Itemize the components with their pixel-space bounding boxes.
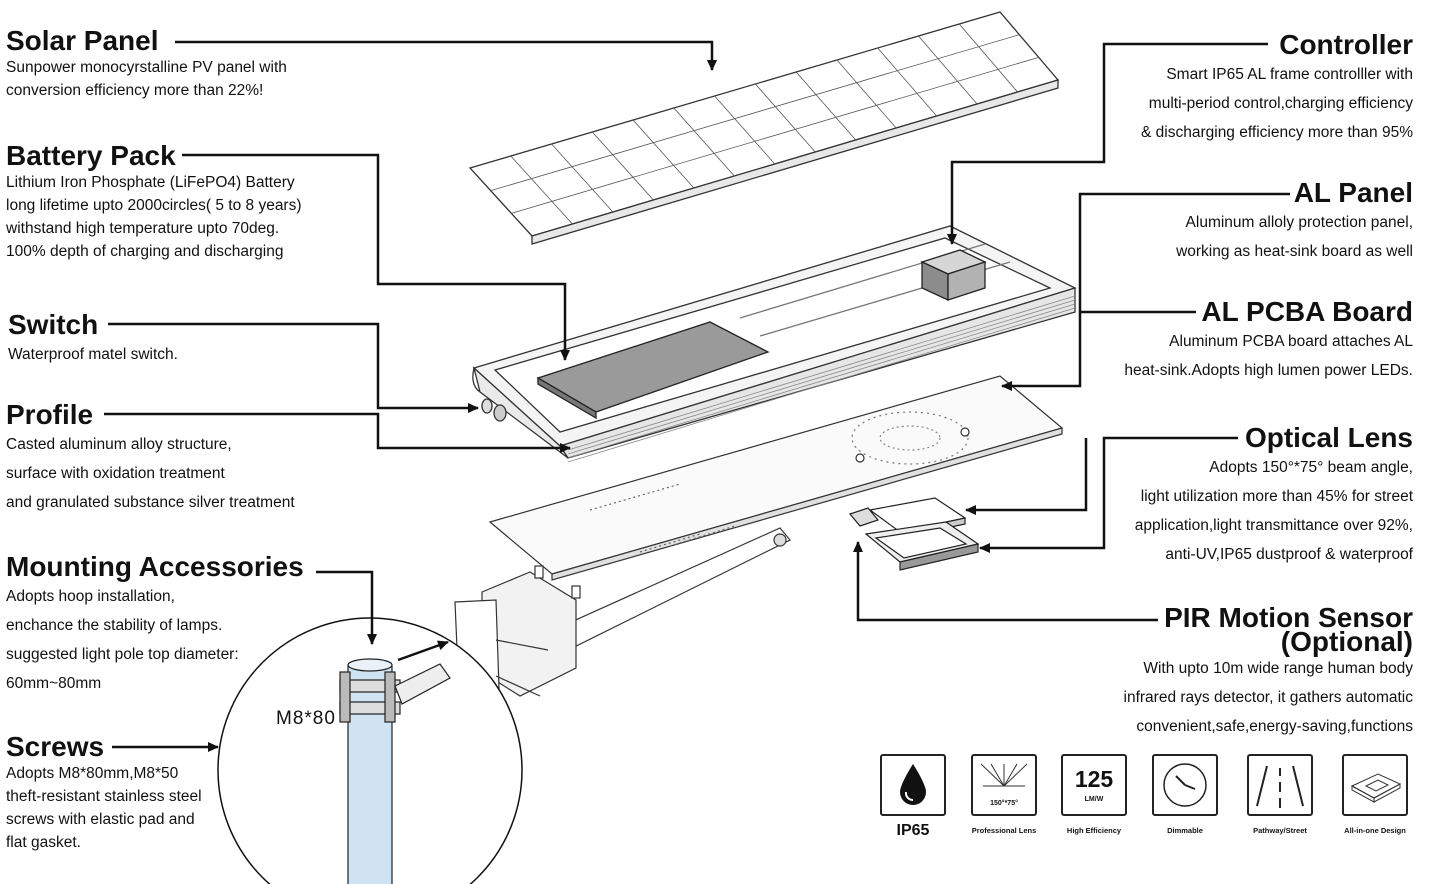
optical-lens-drawing — [848, 497, 980, 571]
screws-desc: Adopts M8*80mm,M8*50 theft-resistant sta… — [6, 765, 202, 851]
efficiency-unit: LM/W — [1084, 796, 1104, 803]
battery-pack-title: Battery Pack — [6, 140, 176, 171]
label-pir-motion-sensor: PIR Motion Sensor (Optional) With upto 1… — [1123, 602, 1413, 741]
label-battery-pack: Battery Pack Lithium Iron Phosphate (LiF… — [6, 141, 302, 263]
road-icon — [1247, 754, 1313, 816]
switch-desc: Waterproof matel switch. — [8, 346, 178, 363]
mounting-desc: Adopts hoop installation, enchance the s… — [6, 588, 239, 692]
efficiency-value: 125 — [1074, 766, 1114, 792]
label-profile: Profile Casted aluminum alloy structure,… — [6, 400, 295, 517]
solar-panel-title: Solar Panel — [6, 25, 159, 56]
efficiency-caption: High Efficiency — [1066, 826, 1122, 835]
pir-title: PIR Motion Sensor (Optional) — [1164, 602, 1413, 657]
label-solar-panel: Solar Panel Sunpower monocyrstalline PV … — [6, 26, 287, 102]
dimmable-caption: Dimmable — [1167, 826, 1203, 835]
al-panel-title: AL Panel — [1293, 177, 1413, 208]
battery-pack-desc: Lithium Iron Phosphate (LiFePO4) Battery… — [6, 174, 302, 260]
pathway-caption: Pathway/Street — [1253, 826, 1307, 835]
label-screws: Screws Adopts M8*80mm,M8*50 theft-resist… — [6, 732, 202, 854]
screws-title: Screws — [6, 731, 105, 762]
all-in-one-caption: All-in-one Design — [1344, 826, 1406, 835]
controller-title: Controller — [1279, 29, 1413, 60]
clock-icon — [1152, 754, 1218, 816]
water-drop-icon — [880, 754, 946, 816]
mounting-title: Mounting Accessories — [6, 551, 304, 582]
lens-angle-badge: 150°*75° — [990, 800, 1018, 807]
solar-panel-drawing — [468, 11, 1060, 245]
controller-desc: Smart IP65 AL frame controlller with mul… — [1141, 66, 1413, 141]
label-al-panel: AL Panel Aluminum alloly protection pane… — [1176, 178, 1413, 266]
optical-lens-title: Optical Lens — [1244, 422, 1413, 453]
ip65-caption: IP65 — [896, 822, 930, 839]
label-controller: Controller Smart IP65 AL frame controlll… — [1141, 30, 1413, 147]
label-al-pcba-board: AL PCBA Board Aluminum PCBA board attach… — [1124, 297, 1413, 385]
zoom-detail-drawing — [217, 617, 523, 884]
label-optical-lens: Optical Lens Adopts 150°*75° beam angle,… — [1135, 423, 1413, 569]
screw-size-callout: M8*80 — [276, 708, 336, 729]
label-mounting-accessories: Mounting Accessories Adopts hoop install… — [6, 552, 304, 698]
al-pcba-desc: Aluminum PCBA board attaches AL heat-sin… — [1124, 333, 1413, 379]
al-panel-desc: Aluminum alloly protection panel, workin… — [1176, 214, 1413, 260]
efficiency-icon: 125 LM/W — [1061, 754, 1127, 816]
leader-lines — [104, 40, 1290, 752]
profile-title: Profile — [6, 399, 94, 430]
lens-caption: Professional Lens — [971, 826, 1037, 835]
housing-drawing — [472, 225, 1077, 463]
lens-icon: 150°*75° — [971, 754, 1037, 816]
switch-title: Switch — [8, 309, 99, 340]
profile-desc: Casted aluminum alloy structure, surface… — [6, 436, 295, 511]
label-switch: Switch Waterproof matel switch. — [8, 310, 178, 369]
al-pcba-title: AL PCBA Board — [1201, 296, 1413, 327]
pcba-board-drawing — [488, 375, 1064, 581]
pir-desc: With upto 10m wide range human body infr… — [1123, 660, 1413, 735]
optical-lens-desc: Adopts 150°*75° beam angle, light utiliz… — [1134, 459, 1413, 563]
solar-panel-desc: Sunpower monocyrstalline PV panel with c… — [6, 59, 287, 99]
all-in-one-icon — [1342, 754, 1408, 816]
